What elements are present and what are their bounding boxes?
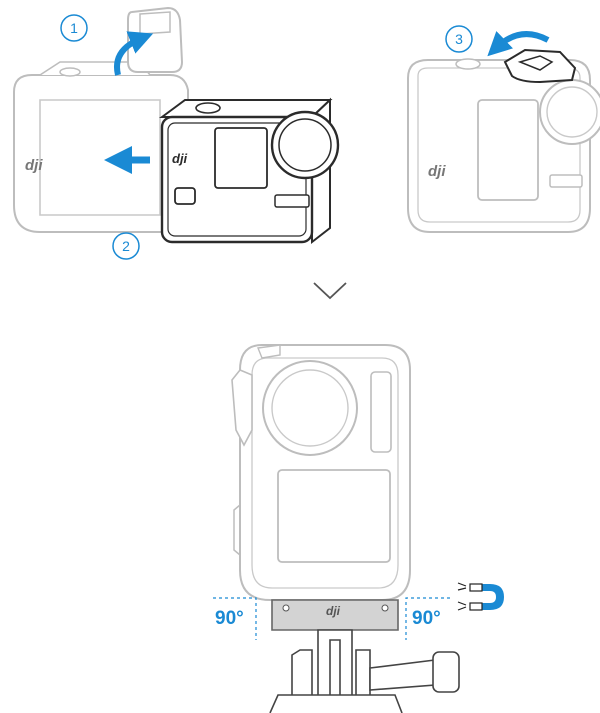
svg-text:1: 1 (70, 20, 78, 36)
svg-text:90°: 90° (412, 608, 441, 629)
svg-text:3: 3 (455, 31, 463, 47)
magnet-icon (457, 582, 504, 611)
frame-right-closed (407, 58, 600, 233)
mount-bracket (269, 599, 460, 713)
bracket-logo: dji (326, 604, 341, 618)
camera-logo: dji (172, 151, 188, 166)
angle-indicator-left: 90° (213, 597, 257, 640)
svg-text:90°: 90° (215, 608, 244, 629)
step-2-badge: 2 (112, 232, 140, 260)
step-1-badge: 1 (60, 14, 88, 42)
brand-logo: dji (25, 157, 43, 174)
angle-indicator-right: 90° (405, 597, 450, 640)
brand-logo: dji (428, 163, 446, 180)
step-3-badge: 3 (445, 25, 473, 53)
rotate-arrow-icon (114, 31, 154, 76)
frame-vertical (231, 344, 411, 601)
rotate-arrow-icon (487, 31, 550, 57)
svg-text:2: 2 (122, 238, 130, 254)
latch-closed (503, 48, 577, 84)
frame-left-open (13, 6, 189, 233)
chevron-down-icon (313, 282, 347, 300)
action-camera (158, 97, 340, 245)
